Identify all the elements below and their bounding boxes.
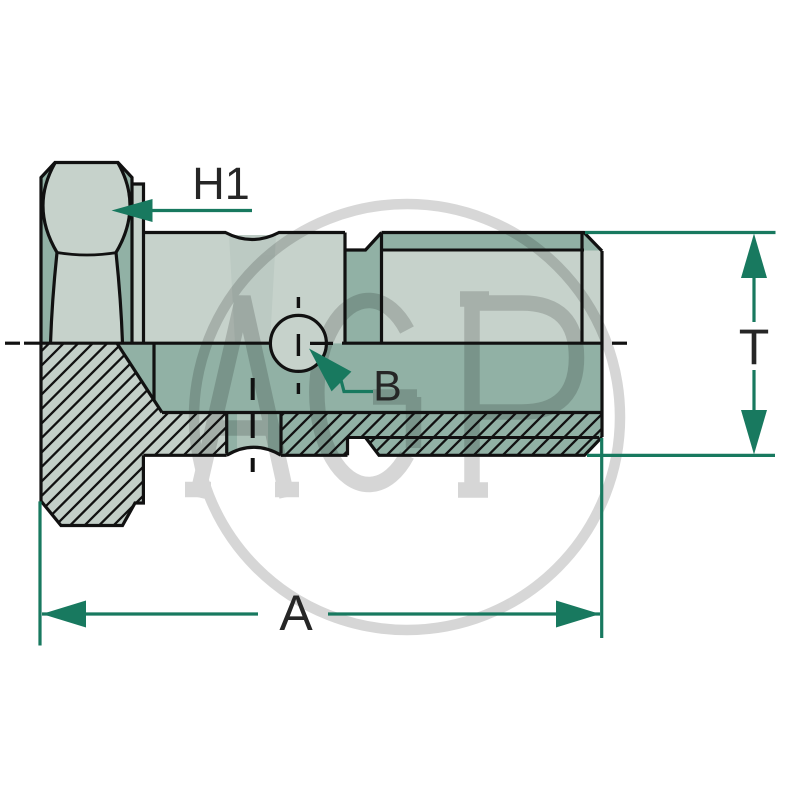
svg-text:A: A [279, 585, 313, 641]
svg-text:B: B [373, 363, 402, 411]
svg-text:H1: H1 [192, 158, 250, 209]
svg-text:T: T [739, 319, 770, 375]
